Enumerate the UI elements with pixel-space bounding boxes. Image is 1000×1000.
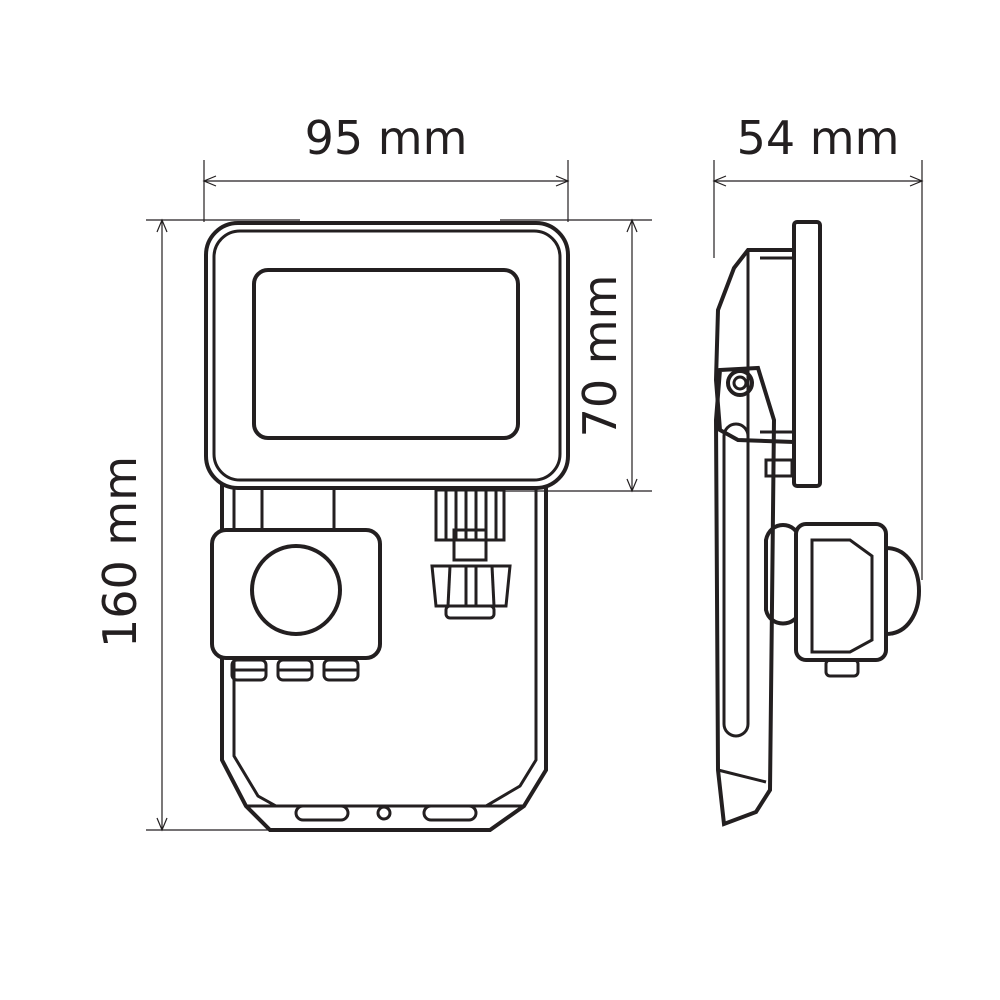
bracket-arm — [713, 365, 777, 827]
sensor-dome-side — [885, 546, 921, 636]
lamp-height-label: 70 mm — [573, 275, 627, 438]
side-view — [713, 220, 921, 827]
lamp-head-outer — [204, 221, 570, 490]
bottom-slot-right — [422, 804, 478, 822]
motion-sensor-lens — [250, 544, 342, 636]
bracket-slot — [722, 422, 750, 738]
front-view — [204, 221, 570, 832]
lamp-front-glass — [792, 220, 822, 488]
sensor-knobs — [230, 658, 360, 682]
mounting-bracket — [220, 470, 548, 832]
dimension-lines — [146, 160, 924, 832]
bottom-screw — [376, 805, 392, 821]
width-label: 95 mm — [305, 111, 468, 165]
lamp-housing-side — [713, 248, 795, 444]
motion-sensor-housing — [210, 528, 382, 660]
hinge-pivot — [726, 369, 754, 397]
bottom-slot-left — [294, 804, 350, 822]
led-panel — [252, 268, 520, 440]
cable-gland — [430, 488, 512, 620]
lamp-head-rim — [212, 229, 562, 482]
height-label: 160 mm — [93, 456, 147, 648]
depth-label: 54 mm — [737, 111, 900, 165]
